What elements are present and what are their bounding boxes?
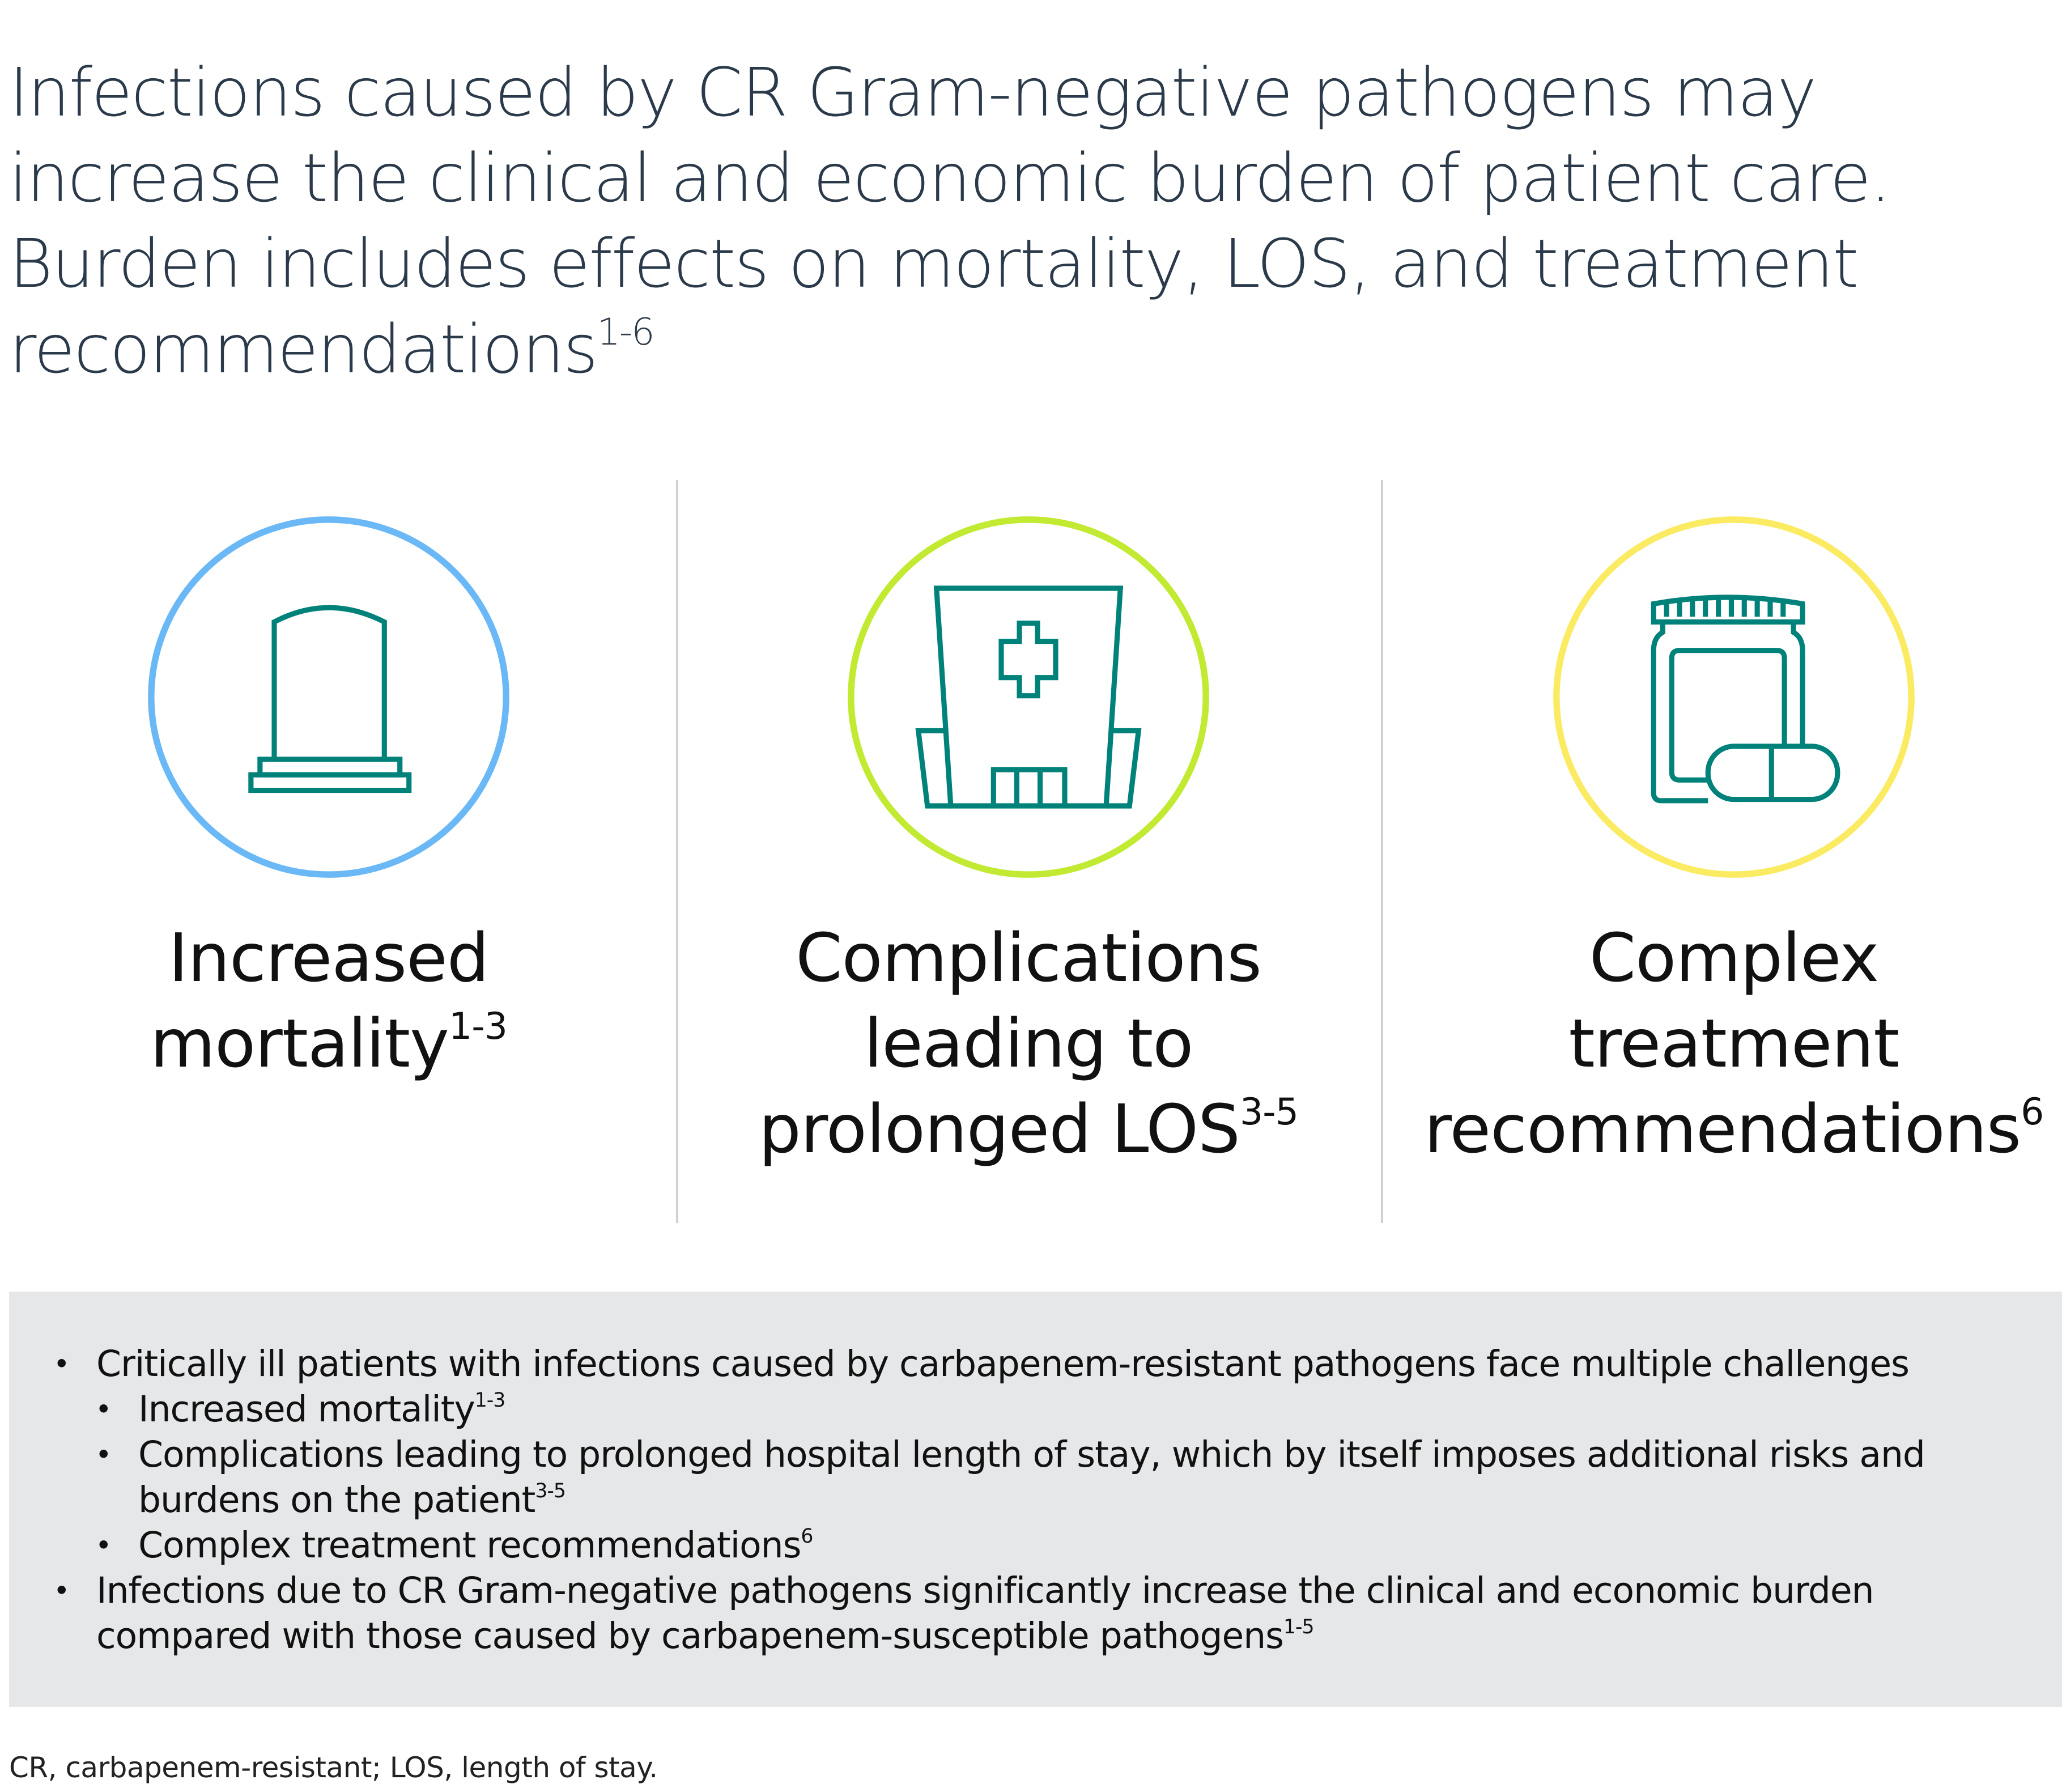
medicine-bottle-icon: [1553, 516, 1915, 878]
list-item: •Complex treatment recommendations6: [95, 1525, 813, 1566]
summary-box: •Critically ill patients with infections…: [9, 1292, 2062, 1707]
list-item: •Complications leading to prolonged hosp…: [95, 1434, 1925, 1521]
list-item: •Increased mortality1-3: [95, 1388, 505, 1430]
list-item: •Infections due to CR Gram-negative path…: [53, 1570, 1874, 1657]
tombstone-icon: [147, 516, 510, 878]
title-reference: 1-6: [597, 311, 655, 354]
title-text: Infections caused by CR Gram-negative pa…: [9, 53, 1891, 388]
column-divider: [676, 480, 678, 1223]
summary-list: •Critically ill patients with infections…: [9, 1341, 2039, 1659]
list-item: •Critically ill patients with infections…: [53, 1343, 1910, 1385]
page-title: Infections caused by CR Gram-negative pa…: [9, 50, 1992, 392]
hospital-icon: [847, 516, 1210, 878]
footnote: CR, carbapenem-resistant; LOS, length of…: [9, 1751, 658, 1784]
column-divider: [1381, 480, 1383, 1223]
